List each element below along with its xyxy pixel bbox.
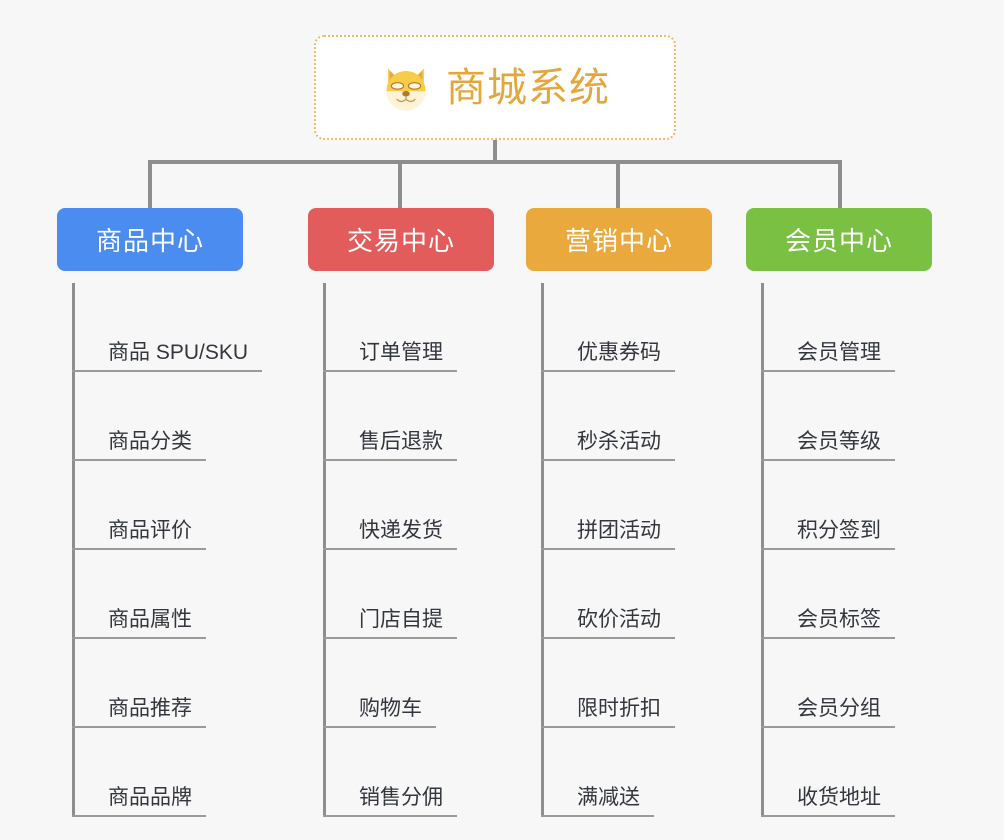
branch-spine xyxy=(761,283,764,817)
connector-horizontal-bus xyxy=(148,160,842,164)
branch-item-label: 商品属性 xyxy=(108,608,192,631)
branch-item-underline xyxy=(72,726,206,728)
branch-header-label: 商品中心 xyxy=(95,226,204,256)
branch-spine xyxy=(323,283,326,817)
branch-header-label: 营销中心 xyxy=(564,226,673,256)
branch-item-underline xyxy=(323,815,457,817)
branch-item-underline xyxy=(323,459,457,461)
branch-item-label: 拼团活动 xyxy=(577,519,661,542)
branch-item-underline xyxy=(541,548,675,550)
shiba-dog-icon xyxy=(380,62,432,114)
root-title: 商城系统 xyxy=(446,65,610,110)
branch-item-underline xyxy=(323,370,457,372)
branch-item-label: 会员分组 xyxy=(797,697,881,720)
connector-drop-2 xyxy=(398,160,402,208)
branch-item-label: 砍价活动 xyxy=(577,608,661,631)
branch-header-1[interactable]: 交易中心 xyxy=(308,208,494,271)
branch-header-label: 会员中心 xyxy=(784,226,893,256)
connector-root-stem xyxy=(493,140,497,162)
connector-drop-4 xyxy=(838,160,842,208)
branch-item-underline xyxy=(72,815,206,817)
branch-item-underline xyxy=(761,459,895,461)
branch-item-underline xyxy=(761,637,895,639)
branch-item-underline xyxy=(323,548,457,550)
branch-item-underline xyxy=(541,459,675,461)
connector-drop-1 xyxy=(148,160,152,208)
branch-item-label: 满减送 xyxy=(577,786,640,809)
branch-item-label: 门店自提 xyxy=(359,608,443,631)
branch-item-underline xyxy=(323,726,436,728)
branch-item-underline xyxy=(761,548,895,550)
branch-item-label: 快递发货 xyxy=(359,519,443,542)
branch-item-underline xyxy=(323,637,457,639)
branch-item-underline xyxy=(541,815,654,817)
connector-drop-3 xyxy=(616,160,620,208)
branch-item-label: 购物车 xyxy=(359,697,422,720)
branch-item-label: 销售分佣 xyxy=(359,786,443,809)
branch-item-label: 会员管理 xyxy=(797,341,881,364)
branch-item-underline xyxy=(761,370,895,372)
branch-item-underline xyxy=(72,370,262,372)
branch-item-label: 售后退款 xyxy=(359,430,443,453)
branch-item-label: 优惠券码 xyxy=(577,341,661,364)
branch-item-label: 商品评价 xyxy=(108,519,192,542)
branch-item-underline xyxy=(541,726,675,728)
branch-item-label: 会员标签 xyxy=(797,608,881,631)
branch-spine xyxy=(72,283,75,817)
branch-item-label: 商品分类 xyxy=(108,430,192,453)
branch-item-underline xyxy=(761,815,895,817)
root-node[interactable]: 商城系统 xyxy=(314,35,676,140)
branch-item-underline xyxy=(541,370,675,372)
branch-header-0[interactable]: 商品中心 xyxy=(57,208,243,271)
branch-item-label: 商品品牌 xyxy=(108,786,192,809)
branch-header-3[interactable]: 会员中心 xyxy=(746,208,932,271)
branch-item-underline xyxy=(541,637,675,639)
branch-header-2[interactable]: 营销中心 xyxy=(526,208,712,271)
branch-item-underline xyxy=(72,459,206,461)
branch-item-label: 收货地址 xyxy=(797,786,881,809)
branch-item-label: 会员等级 xyxy=(797,430,881,453)
branch-item-label: 积分签到 xyxy=(797,519,881,542)
branch-header-label: 交易中心 xyxy=(346,226,455,256)
branch-item-label: 商品推荐 xyxy=(108,697,192,720)
branch-item-label: 订单管理 xyxy=(359,341,443,364)
branch-item-label: 秒杀活动 xyxy=(577,430,661,453)
branch-item-underline xyxy=(72,637,206,639)
branch-spine xyxy=(541,283,544,817)
branch-item-underline xyxy=(72,548,206,550)
branch-item-label: 商品 SPU/SKU xyxy=(108,341,249,364)
branch-item-underline xyxy=(761,726,895,728)
branch-item-label: 限时折扣 xyxy=(577,697,661,720)
